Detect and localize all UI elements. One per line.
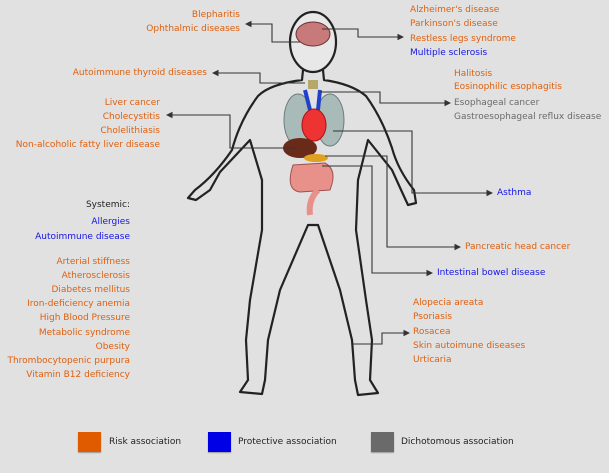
thyroid — [308, 80, 318, 89]
systemic-risk-item: Metabolic syndrome — [38, 328, 130, 338]
label-esophageal-cancer: Esophageal cancer — [454, 98, 540, 108]
colon — [306, 187, 321, 216]
systemic-title: Systemic: — [85, 200, 130, 210]
label-alzheimers: Alzheimer's disease — [410, 5, 500, 15]
label-pancreatic-cancer: Pancreatic head cancer — [465, 242, 571, 252]
label-blepharitis: Blepharitis — [191, 10, 240, 20]
systemic-risk-item: Vitamin B12 deficiency — [26, 370, 130, 380]
label-autoimmune: Autoimmune disease — [35, 232, 130, 242]
label-ophthalmic-diseases: Ophthalmic diseases — [146, 24, 240, 34]
legend-label-dichotomous: Dichotomous association — [401, 437, 514, 447]
label-multiple-sclerosis: Multiple sclerosis — [410, 48, 488, 58]
gallbladder — [304, 154, 328, 162]
label-thyroid: Autoimmune thyroid diseases — [72, 68, 207, 78]
legend-swatch-dichotomous — [371, 432, 394, 452]
label-eosinophilic: Eosinophilic esophagitis — [454, 82, 562, 92]
label-nafld: Non-alcoholic fatty liver disease — [15, 140, 160, 150]
legend-label-risk: Risk association — [109, 437, 182, 447]
systemic-risk-item: High Blood Pressure — [39, 313, 130, 323]
systemic-risk-item: Atherosclerosis — [61, 271, 130, 281]
skin-item: Alopecia areata — [413, 298, 484, 308]
systemic-risk-item: Arterial stiffness — [56, 257, 130, 267]
legend-label-protective: Protective association — [238, 437, 337, 447]
label-halitosis: Halitosis — [454, 69, 493, 79]
systemic-risk-item: Obesity — [95, 342, 130, 352]
systemic-risk-item: Thrombocytopenic purpura — [7, 356, 130, 366]
label-gerd: Gastroesophageal reflux disease — [454, 112, 602, 122]
legend-swatch-risk — [78, 432, 101, 452]
label-allergies: Allergies — [91, 217, 130, 227]
brain — [295, 21, 331, 47]
label-parkinsons: Parkinson's disease — [410, 19, 498, 29]
heart — [301, 108, 327, 142]
systemic-risk-item: Iron-deficiency anemia — [27, 299, 130, 309]
intestine — [289, 162, 334, 193]
skin-item: Rosacea — [413, 327, 451, 337]
skin-item: Skin autoimune diseases — [413, 341, 526, 351]
label-asthma: Asthma — [497, 188, 532, 198]
legend-swatch-protective — [208, 432, 231, 452]
systemic-risk-item: Diabetes mellitus — [51, 285, 130, 295]
organs — [283, 21, 345, 216]
label-cholelithiasis: Cholelithiasis — [100, 126, 160, 136]
liver — [283, 138, 317, 158]
aorta — [303, 89, 322, 111]
label-liver-cancer: Liver cancer — [104, 98, 160, 108]
label-intestinal-bowel: Intestinal bowel disease — [437, 268, 546, 278]
label-cholecystitis: Cholecystitis — [102, 112, 160, 122]
label-restless-legs: Restless legs syndrome — [410, 34, 516, 44]
connector-lines — [165, 20, 494, 345]
skin-item: Psoriasis — [413, 312, 453, 322]
skin-item: Urticaria — [413, 355, 452, 365]
